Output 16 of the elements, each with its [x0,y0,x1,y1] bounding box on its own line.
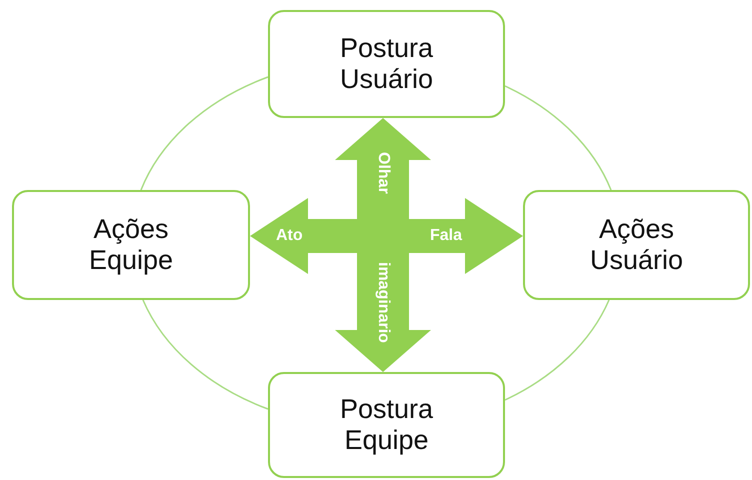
box-text: Ações Equipe [88,214,174,276]
rounded-box [12,190,250,300]
circle-arc [142,300,268,410]
circle-arc [504,300,610,401]
circle-arc [140,76,268,190]
arrow-label: Fala [430,227,462,245]
circle-arc [504,85,612,190]
arrow-label: imaginario [374,262,392,343]
rounded-box [268,372,505,478]
box-text: Postura Equipe [338,394,434,456]
rounded-box [268,10,505,118]
box-text: Ações Usuário [588,214,684,276]
rounded-box [523,190,750,300]
box-text: Postura Usuário [338,33,434,95]
arrow-label: Ato [276,227,303,245]
arrow-label: Olhar [374,152,392,194]
